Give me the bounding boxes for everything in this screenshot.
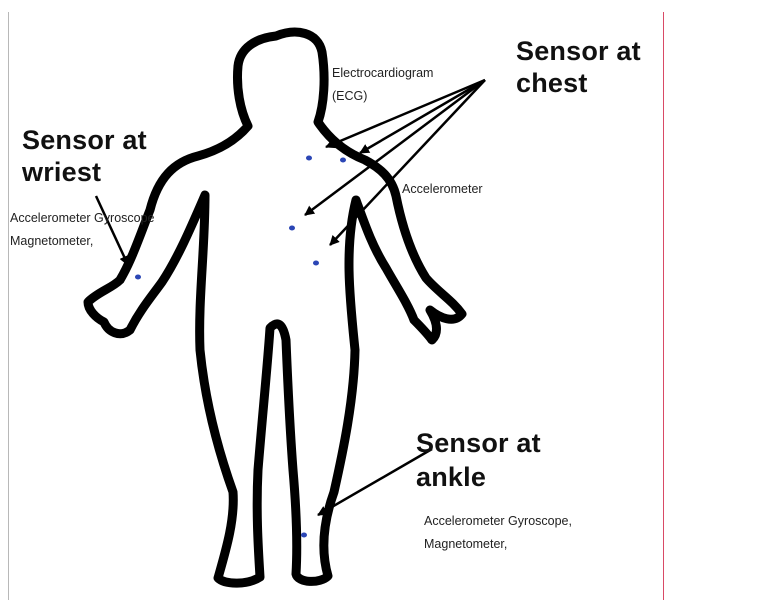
ecg-label: Electrocardiogram (ECG) bbox=[332, 64, 433, 106]
wrist-title-line1: Sensor at bbox=[22, 124, 147, 156]
chest-accelerometer-label: Accelerometer bbox=[402, 180, 483, 199]
wrist-title-line2: wriest bbox=[22, 156, 147, 188]
ecg-label-line1: Electrocardiogram bbox=[332, 64, 433, 83]
sensor-dot-icon bbox=[301, 533, 307, 538]
wrist-sensors-line1: Accelerometer Gyroscope bbox=[10, 209, 155, 228]
chest-sensor-title: Sensor at chest bbox=[516, 35, 641, 99]
wrist-sensors-line2: Magnetometer, bbox=[10, 232, 155, 251]
ankle-title-line2: ankle bbox=[416, 461, 541, 493]
ankle-sensors-line1: Accelerometer Gyroscope, bbox=[424, 512, 572, 531]
human-body-outline-icon bbox=[88, 32, 462, 583]
ankle-sensors-line2: Magnetometer, bbox=[424, 535, 572, 554]
sensor-dot-icon bbox=[289, 226, 295, 231]
ankle-title-line1: Sensor at bbox=[416, 427, 541, 459]
sensor-dot-icon bbox=[313, 261, 319, 266]
sensor-dot-icon bbox=[135, 275, 141, 280]
chest-title-line1: Sensor at bbox=[516, 35, 641, 67]
chest-title-line2: chest bbox=[516, 67, 641, 99]
ecg-label-line2: (ECG) bbox=[332, 87, 433, 106]
sensor-dot-icon bbox=[340, 158, 346, 163]
wrist-sensor-title: Sensor at wriest bbox=[22, 124, 147, 188]
ankle-sensors-label: Accelerometer Gyroscope, Magnetometer, bbox=[424, 512, 572, 554]
sensor-dot-icon bbox=[306, 156, 312, 161]
ankle-sensor-title: Sensor at ankle bbox=[416, 427, 541, 493]
wrist-sensors-label: Accelerometer Gyroscope Magnetometer, bbox=[10, 209, 155, 251]
